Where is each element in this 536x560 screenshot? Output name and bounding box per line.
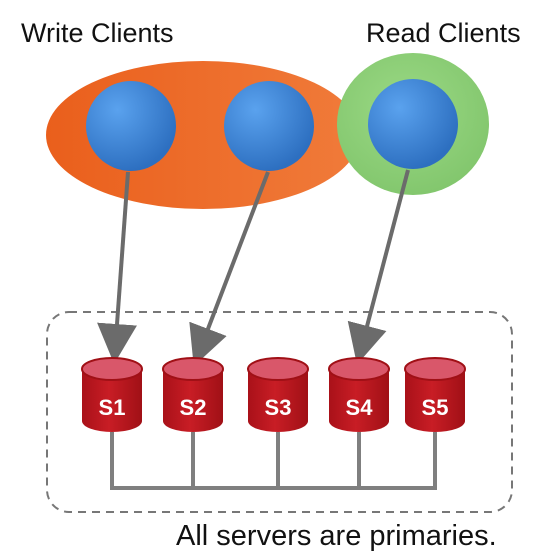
- server-label: S4: [346, 395, 374, 420]
- server-s3: S3: [247, 357, 309, 432]
- server-label: S5: [422, 395, 449, 420]
- arrow-write-to-s2: [189, 171, 270, 367]
- arrow-read-to-s4: [347, 169, 410, 365]
- server-s5: S5: [404, 357, 466, 432]
- interconnect-bus: [110, 432, 437, 490]
- server-s4: S4: [328, 357, 390, 432]
- arrow-write-to-s1: [97, 171, 137, 364]
- write-clients-label: Write Clients: [21, 18, 174, 48]
- read-clients-label: Read Clients: [366, 18, 521, 48]
- server-s1: S1: [81, 357, 143, 432]
- write-client-node-2: [224, 81, 314, 171]
- write-client-node-1: [86, 81, 176, 171]
- footer-caption: All servers are primaries.: [176, 520, 497, 552]
- server-label: S3: [265, 395, 292, 420]
- server-label: S2: [180, 395, 207, 420]
- server-cluster-container: [46, 311, 513, 513]
- server-label: S1: [99, 395, 126, 420]
- server-s2: S2: [162, 357, 224, 432]
- read-client-node: [368, 79, 458, 169]
